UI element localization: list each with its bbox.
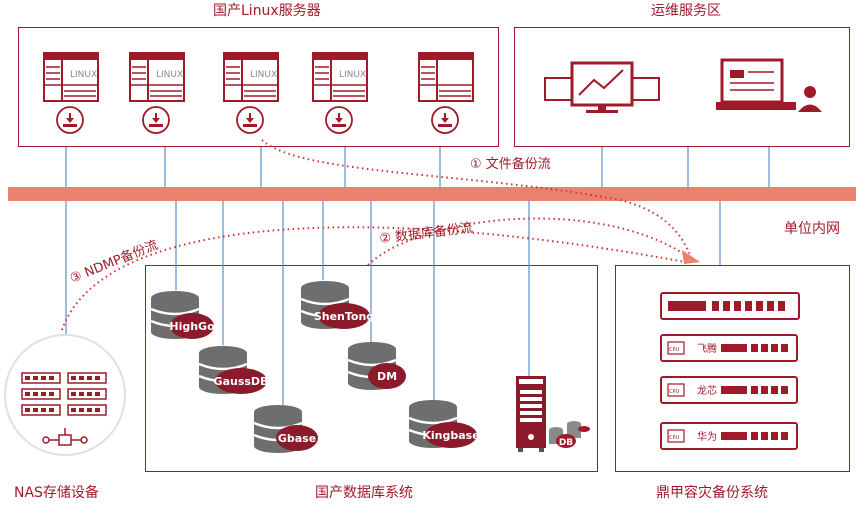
svg-text:Kingbase: Kingbase (422, 429, 479, 442)
db-server-tower-icon: DB (516, 376, 590, 452)
svg-text:DB: DB (559, 438, 573, 448)
linux-server-3: LINUX (223, 52, 279, 134)
ops-zone-box (514, 27, 850, 147)
svg-text:HighGo: HighGo (169, 320, 215, 333)
backup-device-huawei: CPU 华为 (660, 422, 798, 450)
nas-title: NAS存储设备 (14, 485, 99, 501)
svg-text:LINUX: LINUX (156, 70, 183, 80)
db-gaussdb: GaussDB (197, 344, 269, 396)
linux-server-2: LINUX (129, 52, 185, 134)
backup-device-loongson: CPU 龙芯 (660, 376, 798, 404)
svg-text:GaussDB: GaussDB (214, 375, 269, 388)
admin-workstation-icon (716, 58, 822, 112)
db-highgo: HighGo (149, 289, 215, 341)
linux-servers-title: 国产Linux服务器 (213, 3, 321, 19)
svg-text:LINUX: LINUX (70, 70, 97, 80)
db-system-title: 国产数据库系统 (315, 485, 413, 501)
svg-text:飞腾: 飞腾 (697, 342, 717, 355)
linux-server-4: LINUX (312, 52, 368, 134)
nas-device-icon (4, 334, 126, 456)
svg-text:Gbase: Gbase (278, 432, 316, 445)
svg-text:CPU: CPU (669, 435, 680, 441)
svg-text:CPU: CPU (669, 347, 680, 353)
db-dm: DM (346, 340, 406, 392)
svg-text:DM: DM (377, 370, 397, 383)
intranet-bus (8, 187, 856, 201)
network-links (65, 147, 770, 405)
backup-system-box (615, 265, 850, 472)
intranet-label: 单位内网 (784, 221, 840, 237)
svg-text:CPU: CPU (669, 389, 680, 395)
flow-label-file: ① 文件备份流 (470, 156, 551, 172)
backup-system-title: 鼎甲容灾备份系统 (656, 485, 768, 501)
db-kingbase: Kingbase (407, 398, 480, 450)
ops-zone-title: 运维服务区 (651, 3, 721, 19)
svg-text:ShenTong: ShenTong (314, 310, 374, 323)
flow-arrowhead (682, 250, 700, 264)
linux-server-5 (418, 52, 474, 134)
svg-text:LINUX: LINUX (339, 70, 366, 80)
monitor-icon (544, 61, 660, 113)
backup-flow-lines (61, 139, 691, 331)
backup-master-device (660, 292, 800, 320)
backup-device-feiteng: CPU 飞腾 (660, 334, 798, 362)
svg-text:华为: 华为 (697, 430, 717, 443)
flow-label-ndmp: ③ NDMP备份流 (68, 237, 161, 287)
svg-text:LINUX: LINUX (250, 70, 277, 80)
flow-label-db: ② 数据库备份流 (379, 220, 474, 247)
db-shentong: ShenTong (299, 279, 374, 331)
db-gbase: Gbase (252, 403, 318, 455)
svg-text:龙芯: 龙芯 (697, 384, 717, 397)
linux-servers-box (18, 27, 499, 147)
linux-server-1: LINUX (43, 52, 99, 134)
